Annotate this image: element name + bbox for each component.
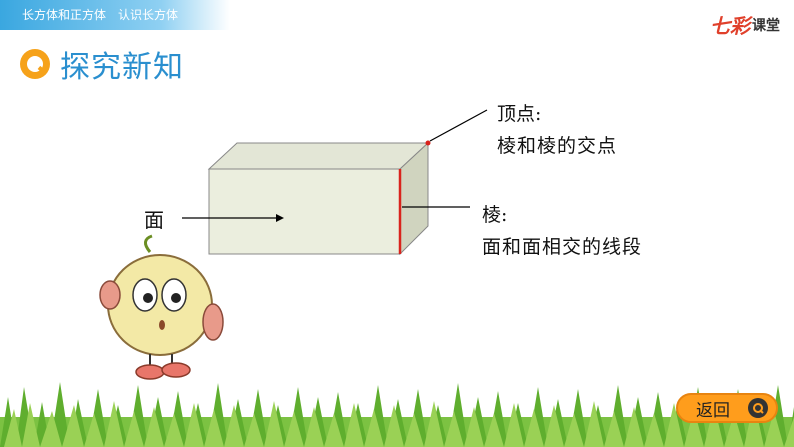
brand-logo: 七彩 课堂 [710, 10, 780, 39]
apple-mascot [99, 234, 224, 380]
back-button-label: 返回 [696, 400, 730, 421]
breadcrumb-item-unit[interactable]: 长方体和正方体 [22, 8, 107, 22]
edge-title: 棱: [482, 204, 508, 226]
vertex-pointer-line [429, 109, 488, 142]
q-badge-icon [20, 49, 50, 79]
face-label: 面 [144, 208, 164, 232]
back-button[interactable]: 返回 [676, 393, 778, 423]
vertex-description: 棱和棱的交点 [497, 135, 618, 157]
cuboid-top-face [207, 142, 430, 170]
highlighted-vertex [425, 140, 431, 146]
section-heading: 探究新知 [18, 42, 184, 86]
face-arrowhead [276, 214, 284, 222]
page-title: 探究新知 [60, 50, 184, 85]
breadcrumb: 长方体和正方体 认识长方体 [22, 6, 178, 23]
header-bar: 长方体和正方体 认识长方体 [0, 0, 230, 30]
vertex-title: 顶点: [497, 103, 542, 125]
edge-description: 面和面相交的线段 [482, 236, 643, 258]
cuboid-front-face [208, 168, 401, 255]
breadcrumb-item-lesson[interactable]: 认识长方体 [118, 8, 179, 22]
return-icon [748, 398, 768, 418]
logo-sub-text: 课堂 [752, 17, 780, 34]
logo-brand-text: 七彩 [710, 14, 750, 38]
grass-decoration [0, 382, 794, 447]
